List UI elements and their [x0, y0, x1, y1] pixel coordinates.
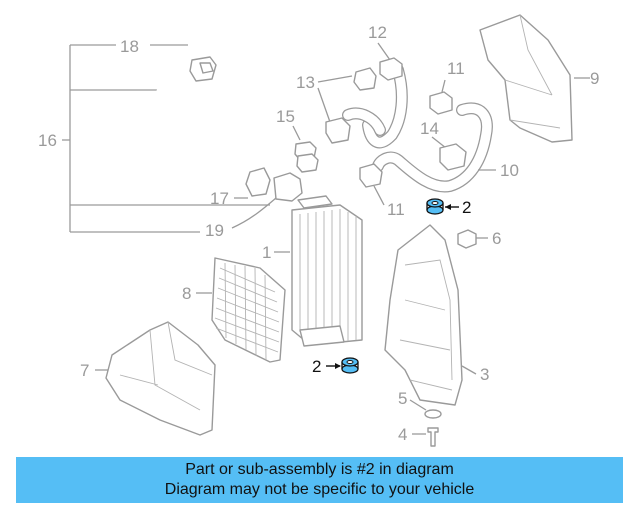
hoses-10-11-14	[359, 79, 496, 206]
callout-10: 10	[500, 161, 519, 180]
callout-9: 9	[590, 69, 599, 88]
hose-18	[150, 8, 267, 185]
banner-line-disclaimer: Diagram may not be specific to your vehi…	[164, 481, 475, 498]
hoses-12-13-15	[292, 42, 408, 173]
callout-17: 17	[210, 189, 229, 208]
bracket-16	[62, 44, 270, 233]
banner-line-part: Part or sub-assembly is #2 in diagram	[185, 461, 454, 478]
parts-diagram: 18 12 13 11 9 16 15 14 10 17 11 2 19 1 6…	[38, 8, 600, 447]
grille-8	[196, 257, 286, 363]
callout-5: 5	[398, 389, 407, 408]
callout-2-lower: 2	[312, 357, 321, 376]
radiator-1	[274, 195, 363, 347]
callout-8: 8	[182, 284, 191, 303]
callout-6: 6	[492, 229, 501, 248]
callout-3: 3	[480, 365, 489, 384]
callout-labels: 18 12 13 11 9 16 15 14 10 17 11 2 19 1 6…	[38, 23, 599, 444]
callout-13: 13	[296, 73, 315, 92]
washer-5-bolt-4	[409, 399, 442, 447]
callout-2-upper: 2	[462, 198, 471, 217]
callout-12: 12	[368, 23, 387, 42]
highlighted-part-2-upper	[426, 198, 459, 215]
callout-18: 18	[120, 37, 139, 56]
nut-6	[457, 229, 488, 249]
callout-19: 19	[205, 221, 224, 240]
callout-7: 7	[80, 361, 89, 380]
bracket-3	[384, 224, 477, 406]
duct-9	[479, 14, 590, 143]
callout-15: 15	[276, 107, 295, 126]
callout-16: 16	[38, 131, 57, 150]
callout-4: 4	[398, 425, 407, 444]
callout-11: 11	[447, 59, 465, 78]
connector-17-19	[231, 167, 303, 229]
callout-1: 1	[262, 243, 271, 262]
shroud-7	[95, 321, 216, 436]
callout-14: 14	[420, 119, 439, 138]
part-info-banner: Part or sub-assembly is #2 in diagram Di…	[16, 457, 623, 503]
highlighted-part-2-lower	[326, 357, 359, 374]
callout-11b: 11	[387, 200, 405, 219]
